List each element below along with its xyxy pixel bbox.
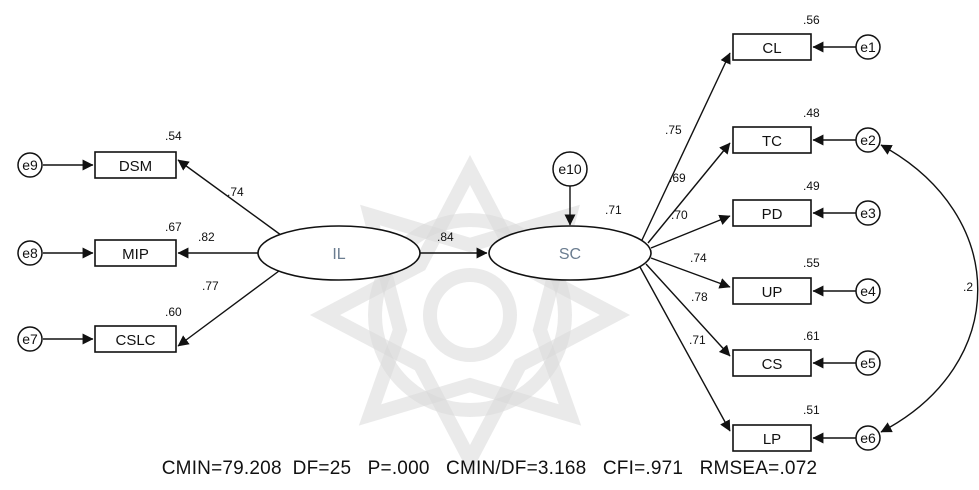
label-e5: e5: [860, 355, 876, 371]
box-mip: [94, 239, 177, 267]
label-mip: MIP: [122, 246, 149, 263]
box-cslc: [94, 325, 177, 353]
rsq-dsm: .54: [165, 129, 182, 143]
rsq-tc: .48: [803, 106, 820, 120]
label-e3: e3: [860, 205, 876, 221]
rsq-sc: .71: [605, 203, 622, 217]
label-up: UP: [762, 284, 783, 301]
background-watermark: [309, 154, 631, 476]
model-fit-indices: CMIN=79.208 DF=25 P=.000 CMIN/DF=3.168 C…: [161, 458, 818, 479]
coef-sc-pd: .70: [671, 208, 688, 222]
coef-il-mip: .82: [198, 230, 215, 244]
label-sc: SC: [559, 246, 581, 263]
rsq-cs: .61: [803, 329, 820, 343]
label-e4: e4: [860, 283, 876, 299]
error-e9: [17, 152, 43, 178]
observed-variables: DSM MIP CSLC CL TC PD UP CS LP: [94, 33, 812, 452]
error-e5: [855, 350, 881, 376]
label-e2: e2: [860, 132, 876, 148]
label-cl: CL: [762, 40, 781, 57]
label-tc: TC: [762, 133, 782, 150]
rsq-lp: .51: [803, 403, 820, 417]
label-il: IL: [332, 246, 345, 263]
coef-sc-cs: .78: [691, 290, 708, 304]
coef-sc-cl: .75: [665, 123, 682, 137]
error-e10: [552, 151, 588, 187]
covariance-e2-e6: [880, 144, 979, 433]
arrow-sc-cl: [641, 52, 731, 241]
label-e9: e9: [22, 157, 38, 173]
path-arrows: [43, 41, 979, 444]
rsq-cslc: .60: [165, 305, 182, 319]
covariance-label-e2-e6: .2: [963, 280, 973, 294]
rsq-up: .55: [803, 256, 820, 270]
box-dsm: [94, 151, 177, 179]
rsq-pd: .49: [803, 179, 820, 193]
label-cs: CS: [762, 356, 783, 373]
label-cslc: CSLC: [115, 332, 155, 349]
box-pd: [732, 199, 812, 227]
arrow-sc-pd: [650, 214, 731, 249]
coef-il-dsm: .74: [227, 185, 244, 199]
label-e7: e7: [22, 331, 38, 347]
box-cs: [732, 349, 812, 377]
error-terms: e9 e8 e7 e10 e1 e2 e3 e4 e5 e6: [17, 34, 881, 451]
label-lp: LP: [763, 431, 781, 448]
box-cl: [732, 33, 812, 61]
latent-il: [257, 225, 421, 281]
rsq-cl: .56: [803, 13, 820, 27]
error-e6: [855, 425, 881, 451]
coef-sc-lp: .71: [689, 333, 706, 347]
arrow-il-dsm: [177, 159, 286, 239]
path-coefficients: .74 .82 .77 .84 .75 .69 .70 .74 .78 .71: [198, 123, 708, 347]
error-e3: [855, 200, 881, 226]
error-e4: [855, 278, 881, 304]
coef-sc-tc: .69: [669, 171, 686, 185]
label-e1: e1: [860, 39, 876, 55]
coef-sc-up: .74: [690, 251, 707, 265]
label-e8: e8: [22, 245, 38, 261]
error-e1: [855, 34, 881, 60]
label-e10: e10: [558, 161, 582, 177]
box-lp: [732, 424, 812, 452]
coef-il-sc: .84: [437, 230, 454, 244]
r-squared-values: .54 .67 .60 .71 .56 .48 .49 .55 .61 .51: [165, 13, 820, 417]
error-e8: [17, 240, 43, 266]
arrow-sc-lp: [639, 266, 731, 432]
label-dsm: DSM: [119, 158, 152, 175]
arrow-sc-cs: [645, 263, 731, 357]
coef-il-cslc: .77: [202, 279, 219, 293]
arrow-il-cslc: [177, 267, 284, 347]
error-e2: [855, 127, 881, 153]
rsq-mip: .67: [165, 220, 182, 234]
arrow-sc-up: [650, 257, 731, 289]
error-e7: [17, 326, 43, 352]
label-pd: PD: [762, 206, 783, 223]
box-tc: [732, 126, 812, 154]
box-up: [732, 277, 812, 305]
latent-variables: IL SC: [257, 225, 652, 281]
label-e6: e6: [860, 430, 876, 446]
arrow-sc-tc: [647, 142, 731, 244]
latent-sc: [488, 225, 652, 281]
